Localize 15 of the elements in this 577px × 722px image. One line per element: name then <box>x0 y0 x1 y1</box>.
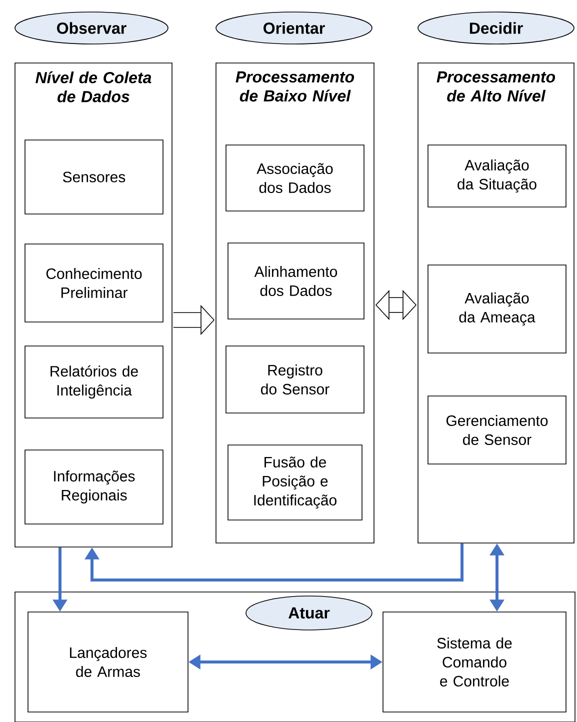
process-box: Relatórios de Inteligência <box>24 346 164 418</box>
process-box: Alinhamento dos Dados <box>228 242 364 320</box>
process-box: Avaliação da Ameaça <box>428 264 566 354</box>
process-box: Informações Regionais <box>24 450 164 524</box>
action-panel <box>14 592 576 722</box>
process-box: Sistema de Comando e Controle <box>382 612 566 712</box>
process-box: Conhecimento Preliminar <box>24 244 164 322</box>
process-box: Fusão de Posição e Identificação <box>228 444 362 520</box>
process-box: Sensores <box>24 140 164 214</box>
process-box: Gerenciamento de Sensor <box>428 396 566 464</box>
process-box: Registro do Sensor <box>226 346 364 414</box>
arrow <box>84 543 464 582</box>
process-box: Associação dos Dados <box>226 144 364 212</box>
process-box: Lançadores de Armas <box>28 612 188 712</box>
process-box: Avaliação da Situação <box>428 144 566 208</box>
